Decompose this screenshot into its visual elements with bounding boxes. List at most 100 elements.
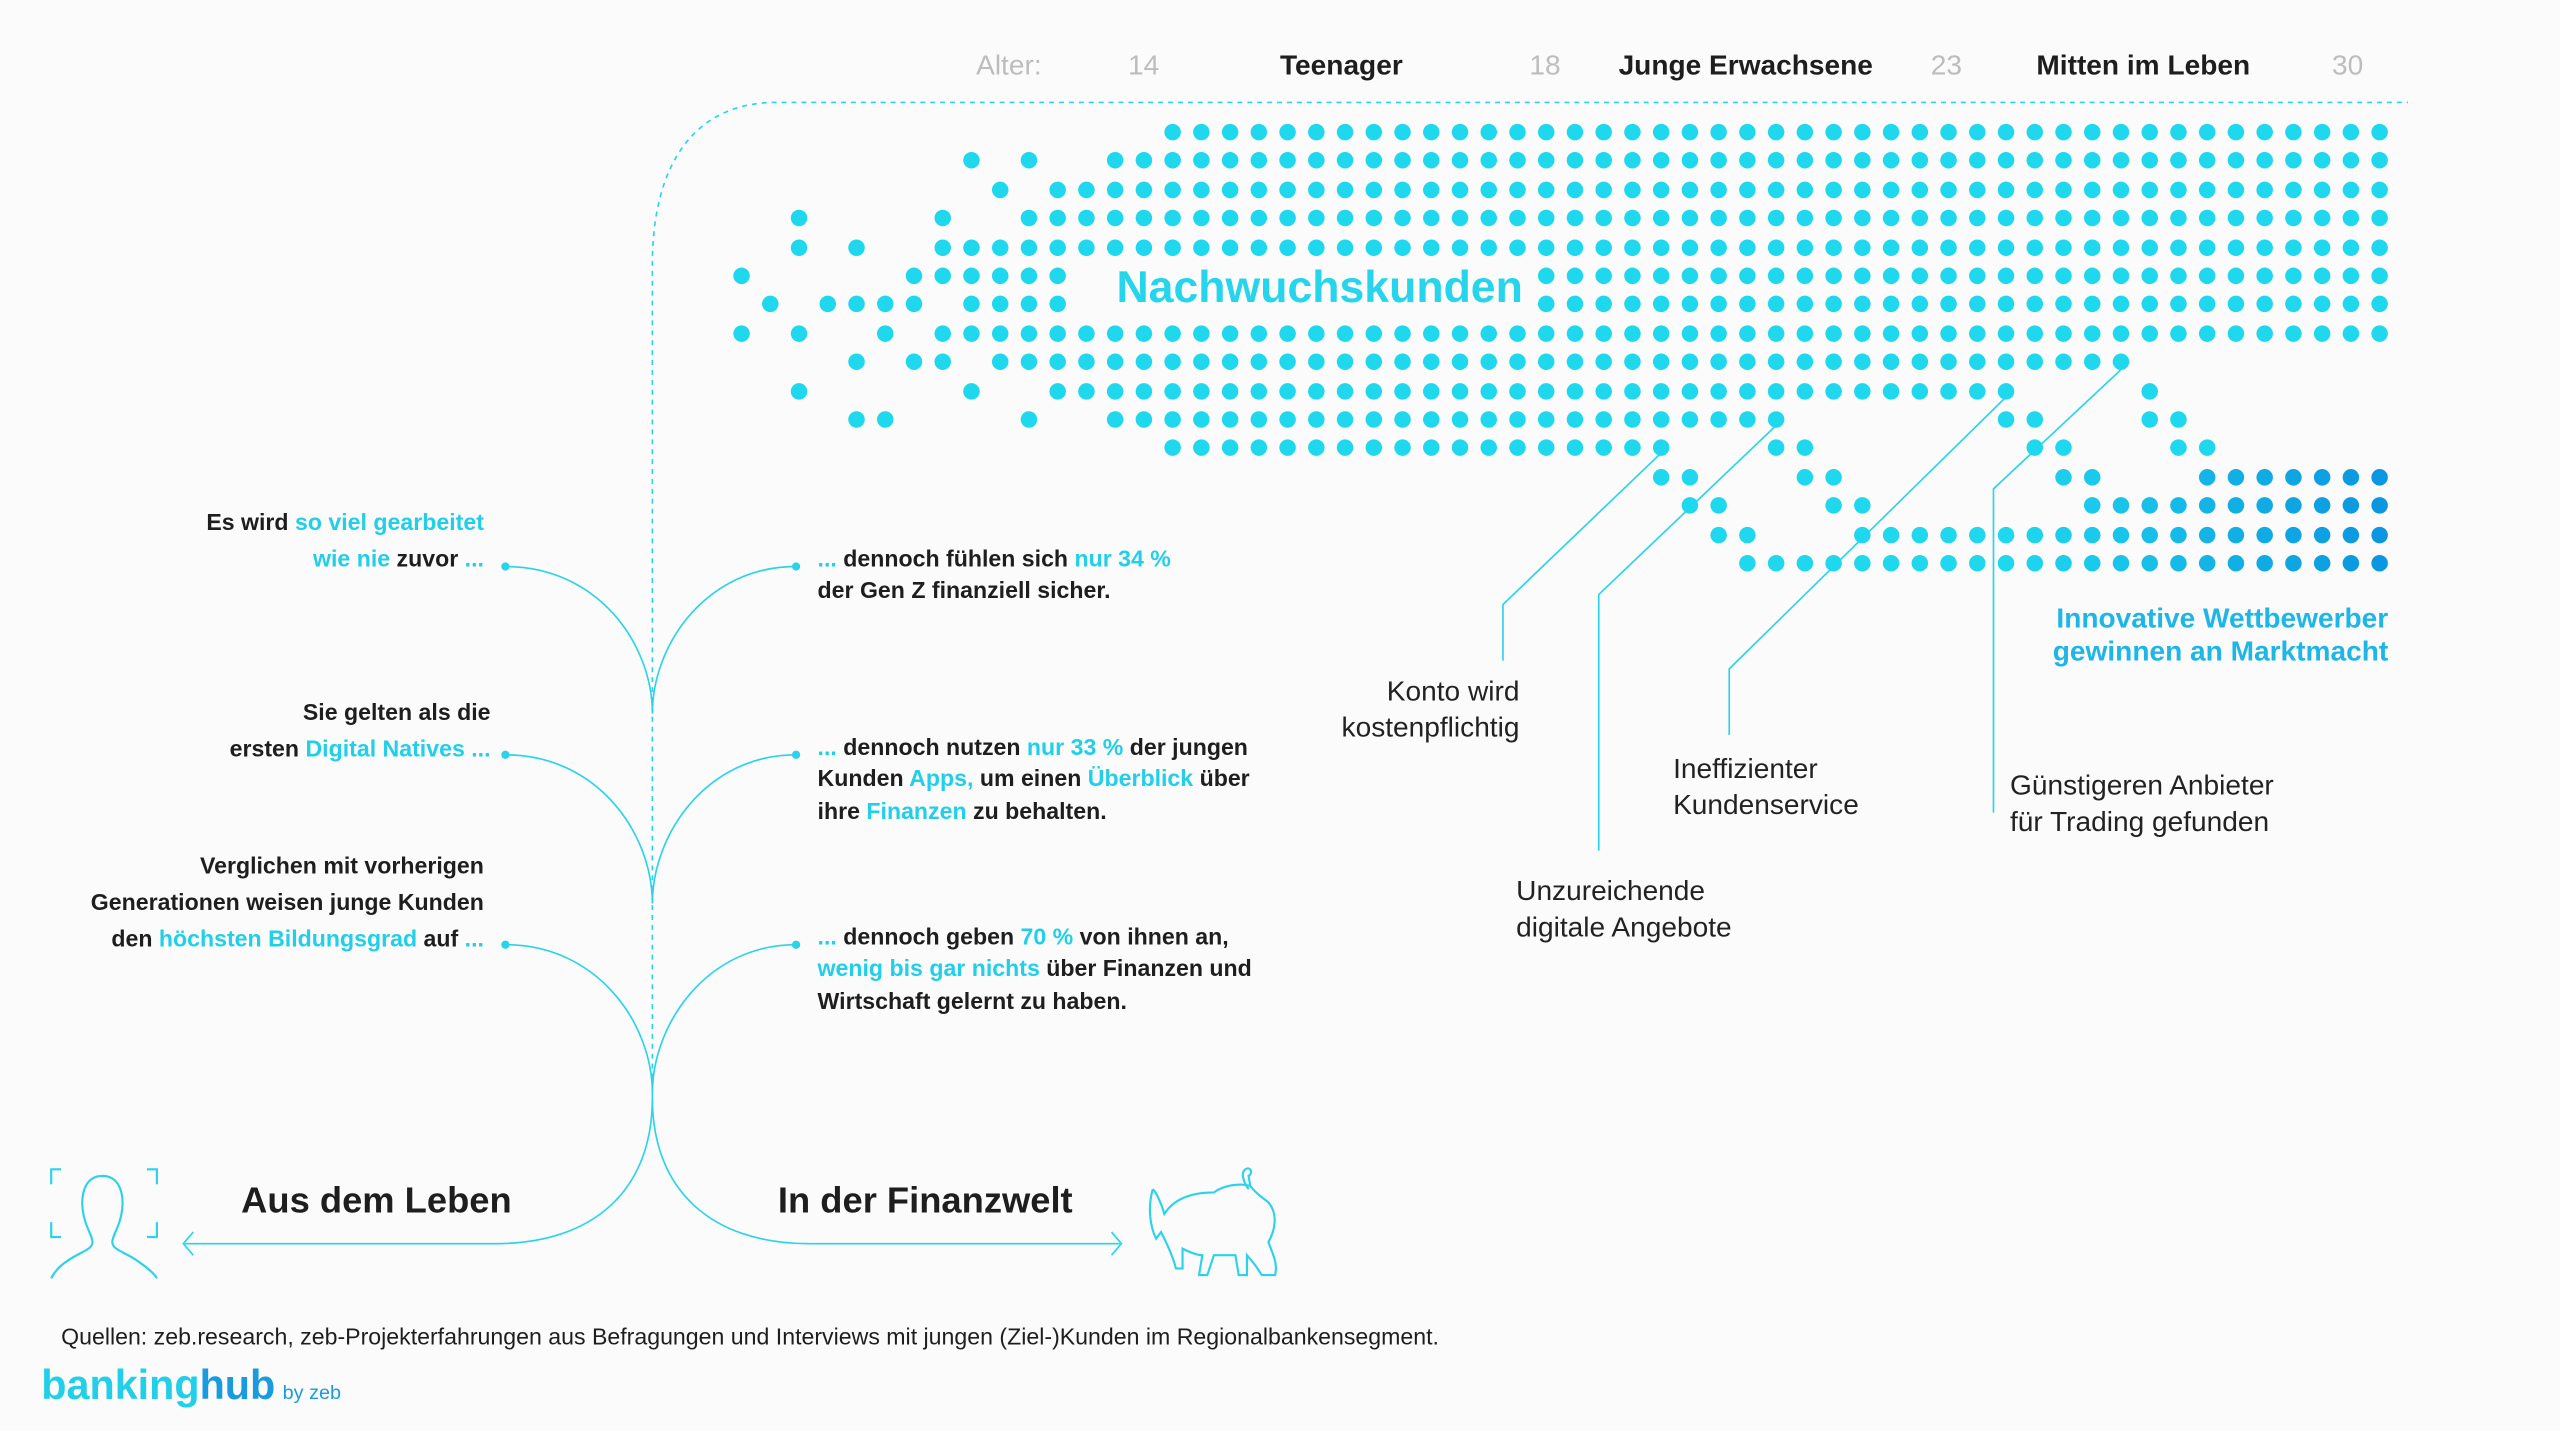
customer-dot xyxy=(2285,497,2302,514)
customer-dot xyxy=(1221,325,1239,342)
customer-dot xyxy=(1394,181,1411,199)
customer-dot xyxy=(1854,497,1871,514)
customer-dot xyxy=(1854,325,1871,342)
customer-dot xyxy=(1480,151,1498,169)
customer-dot xyxy=(905,295,923,313)
customer-dot xyxy=(1681,353,1699,370)
customer-dot xyxy=(1451,411,1469,428)
customer-dot xyxy=(1997,411,2015,428)
statement-text: Wirtschaft gelernt zu haben. xyxy=(817,986,1127,1014)
customer-dot xyxy=(2055,295,2072,313)
customer-dot xyxy=(1796,383,1814,400)
customer-dot xyxy=(2141,325,2158,342)
customer-dot xyxy=(1595,383,1612,400)
customer-dot xyxy=(1595,439,1612,456)
bankinghub-logo[interactable]: bankinghub by zeb xyxy=(41,1363,341,1411)
customer-dot xyxy=(2227,497,2245,514)
customer-dot xyxy=(2055,554,2072,572)
customer-dot xyxy=(1509,123,1526,141)
customer-dot xyxy=(2227,526,2245,544)
customer-dot xyxy=(1767,239,1785,256)
age-tick-30: 30 xyxy=(2332,49,2364,81)
customer-dot xyxy=(1049,325,1066,342)
customer-dot xyxy=(963,239,980,256)
customer-dot xyxy=(2112,209,2130,227)
customer-dot xyxy=(1767,325,1785,342)
statement-text: dennoch geben xyxy=(843,923,1021,950)
customer-dot xyxy=(1078,325,1095,342)
customer-dot xyxy=(1537,123,1555,141)
customer-dot xyxy=(1681,295,1699,313)
customer-dot xyxy=(2198,295,2216,313)
customer-dot xyxy=(1394,239,1411,256)
customer-dot xyxy=(1882,209,1900,227)
customer-dot xyxy=(1221,151,1239,169)
customer-dot xyxy=(2026,295,2044,313)
customer-dot xyxy=(1652,123,1670,141)
customer-dot xyxy=(1997,123,2015,141)
customer-dot xyxy=(2313,151,2331,169)
customer-dot xyxy=(2313,123,2331,141)
statement-text: von ihnen an, xyxy=(1073,923,1229,950)
customer-dot xyxy=(2227,267,2245,285)
customer-dot xyxy=(1710,239,1727,256)
customer-dot xyxy=(2285,526,2302,544)
customer-dot xyxy=(1193,353,1210,370)
customer-dot xyxy=(1250,181,1268,199)
customer-dot xyxy=(1135,151,1153,169)
customer-dot xyxy=(2141,295,2158,313)
customer-dot xyxy=(1451,383,1469,400)
source-note: Quellen: zeb.research, zeb-Projekterfahr… xyxy=(61,1322,1439,1350)
customer-dot xyxy=(1336,181,1354,199)
customer-dot xyxy=(1221,209,1239,227)
customer-dot xyxy=(1825,353,1842,370)
customer-dot xyxy=(1365,383,1383,400)
customer-dot xyxy=(1020,295,1038,313)
statement-line: wenig bis gar nichts über Finanzen und xyxy=(818,953,1252,985)
customer-dot xyxy=(2371,267,2388,285)
customer-dot xyxy=(1997,209,2015,227)
customer-dot xyxy=(1394,383,1411,400)
customer-dot xyxy=(1537,353,1555,370)
customer-dot xyxy=(1566,383,1584,400)
highlight-text: ... xyxy=(817,733,844,760)
phase-teenager: Teenager xyxy=(1279,49,1403,81)
customer-dot xyxy=(1997,295,2015,313)
customer-dot xyxy=(1566,181,1584,199)
customer-dot xyxy=(1825,295,1842,313)
customer-dot xyxy=(1193,439,1210,456)
customer-dot xyxy=(2256,325,2273,342)
customer-dot xyxy=(2256,151,2273,169)
customer-dot xyxy=(1308,181,1325,199)
customer-dot xyxy=(1480,353,1498,370)
customer-dot xyxy=(1940,295,1957,313)
customer-dot xyxy=(1882,181,1900,199)
customer-dot xyxy=(1739,554,1756,572)
customer-dot xyxy=(2026,325,2044,342)
customer-dot xyxy=(1221,383,1239,400)
customer-dot xyxy=(2227,209,2245,227)
customer-dot xyxy=(1250,383,1268,400)
customer-dot xyxy=(1279,353,1296,370)
customer-dot xyxy=(991,181,1009,199)
customer-dot xyxy=(1997,151,2015,169)
customer-dot xyxy=(1394,411,1411,428)
customer-dot xyxy=(1135,411,1153,428)
customer-dot xyxy=(1882,325,1900,342)
customer-dot xyxy=(2256,295,2273,313)
customer-dot xyxy=(876,411,894,428)
customer-dot xyxy=(1710,267,1727,285)
highlight-text: Digital Natives ... xyxy=(305,734,491,762)
customer-dot xyxy=(2026,439,2044,456)
finance-statement-3: ... dennoch geben 70 % von ihnen an,weni… xyxy=(818,922,1252,1018)
highlight-text: ... xyxy=(464,545,484,572)
customer-dot xyxy=(1106,151,1124,169)
customer-dot xyxy=(1049,239,1066,256)
customer-dot xyxy=(1566,209,1584,227)
customer-dot xyxy=(1882,239,1900,256)
statement-line: der Gen Z finanziell sicher. xyxy=(818,575,1171,607)
customer-dot xyxy=(1423,123,1440,141)
customer-dot xyxy=(2256,239,2273,256)
